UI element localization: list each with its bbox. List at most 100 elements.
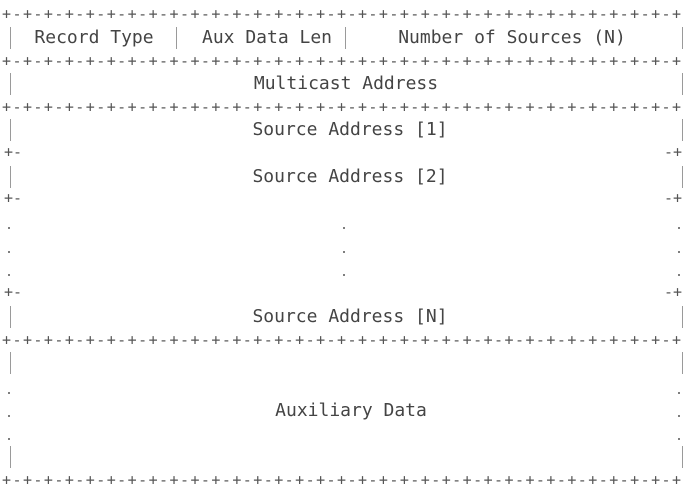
rule-plus-mark: + xyxy=(169,98,179,116)
right-border-segment xyxy=(682,446,683,468)
rule-dash-mark: - xyxy=(284,98,294,116)
rule-dash-mark: - xyxy=(619,5,629,23)
rule-dash-mark: - xyxy=(577,52,587,70)
rule-dash-mark: - xyxy=(179,5,189,23)
rule-plus-mark: + xyxy=(546,331,556,349)
rule-dash-mark: - xyxy=(159,98,169,116)
rule-dash-mark: - xyxy=(389,331,399,349)
rule-plus-mark: + xyxy=(420,5,430,23)
rule-dash-mark: - xyxy=(535,52,545,70)
rule-plus-mark: + xyxy=(588,52,598,70)
rule-plus-mark: + xyxy=(43,98,53,116)
rule-dash-mark: - xyxy=(556,98,566,116)
rule-dash-mark: - xyxy=(535,331,545,349)
rule-plus-mark: + xyxy=(253,5,263,23)
rule-plus-mark: + xyxy=(43,5,53,23)
rule-plus-mark: + xyxy=(127,52,137,70)
rule-plus-mark: + xyxy=(399,5,409,23)
rule-plus-mark: + xyxy=(483,98,493,116)
rule-dash-mark: - xyxy=(556,471,566,489)
rule-plus-mark: + xyxy=(127,331,137,349)
rule-plus-mark: + xyxy=(211,331,221,349)
rule-dash-mark: - xyxy=(242,5,252,23)
rule-dash-mark: - xyxy=(640,5,650,23)
right-border-segment xyxy=(682,166,683,188)
source-address-2-field: Source Address [2] xyxy=(252,166,448,187)
rule-dash-mark: - xyxy=(221,98,231,116)
rule-plus-mark: + xyxy=(567,52,577,70)
rule-plus-mark: + xyxy=(148,98,158,116)
rule-dash-mark: - xyxy=(54,98,64,116)
rule-plus-mark: + xyxy=(525,331,535,349)
record-type-field: Record Type xyxy=(34,27,154,48)
rule-plus-mark: + xyxy=(378,331,388,349)
rule-plus-mark: + xyxy=(43,471,53,489)
rule-dash-mark: - xyxy=(640,52,650,70)
rule-dash-mark: - xyxy=(284,5,294,23)
rule-plus-mark: + xyxy=(232,471,242,489)
rule-plus-mark: + xyxy=(2,471,12,489)
rule-plus-mark: + xyxy=(85,98,95,116)
rule-plus-mark: + xyxy=(106,98,116,116)
rule-plus-mark: + xyxy=(85,5,95,23)
continuation-dot xyxy=(678,415,680,417)
rule-dash-mark: - xyxy=(326,471,336,489)
continuation-dot xyxy=(8,415,10,417)
rule-dash-mark: - xyxy=(598,52,608,70)
left-border-segment xyxy=(10,119,11,141)
rule-plus-mark: + xyxy=(357,52,367,70)
rule-plus-mark: + xyxy=(337,471,347,489)
rule-dash-mark: - xyxy=(410,5,420,23)
rule-dash-mark: - xyxy=(535,5,545,23)
rule-dash-mark: - xyxy=(33,52,43,70)
continuation-dot xyxy=(678,227,680,229)
rule-plus-mark: + xyxy=(253,331,263,349)
rule-dash-mark: - xyxy=(556,52,566,70)
rule-dash-mark: - xyxy=(619,98,629,116)
rule-dash-mark: - xyxy=(117,331,127,349)
rule-plus-mark: + xyxy=(609,331,619,349)
rule-dash-mark: - xyxy=(33,471,43,489)
rule-plus-mark: + xyxy=(85,52,95,70)
right-border-segment xyxy=(682,352,683,374)
rule-dash-mark: - xyxy=(117,52,127,70)
rule-dash-mark: - xyxy=(326,5,336,23)
rule-dash-mark: - xyxy=(389,471,399,489)
rule-dash-mark: - xyxy=(200,5,210,23)
rule-dash-mark: - xyxy=(33,98,43,116)
rule-plus-mark: + xyxy=(462,5,472,23)
rule-dash-mark: - xyxy=(431,5,441,23)
source-address-n-field: Source Address [N] xyxy=(252,306,448,327)
rule-plus-mark: + xyxy=(211,52,221,70)
left-row-separator: +- xyxy=(4,189,23,207)
rule-plus-mark: + xyxy=(169,5,179,23)
rule-plus-mark: + xyxy=(253,52,263,70)
rule-dash-mark: - xyxy=(494,98,504,116)
rule-dash-mark: - xyxy=(514,98,524,116)
source-address-1-field: Source Address [1] xyxy=(252,119,448,140)
rule-dash-mark: - xyxy=(96,471,106,489)
rule-plus-mark: + xyxy=(253,98,263,116)
rule-dash-mark: - xyxy=(598,98,608,116)
continuation-dot xyxy=(8,392,10,394)
rule-plus-mark: + xyxy=(546,98,556,116)
rule-plus-mark: + xyxy=(22,5,32,23)
horizontal-rule: +-+-+-+-+-+-+-+-+-+-+-+-+-+-+-+-+-+-+-+-… xyxy=(2,96,682,118)
rule-dash-mark: - xyxy=(96,52,106,70)
rule-plus-mark: + xyxy=(337,331,347,349)
rule-dash-mark: - xyxy=(347,98,357,116)
rule-dash-mark: - xyxy=(598,5,608,23)
rule-plus-mark: + xyxy=(483,5,493,23)
rule-plus-mark: + xyxy=(630,471,640,489)
rule-dash-mark: - xyxy=(431,471,441,489)
rule-plus-mark: + xyxy=(546,471,556,489)
rule-plus-mark: + xyxy=(211,471,221,489)
rule-dash-mark: - xyxy=(431,331,441,349)
rule-dash-mark: - xyxy=(347,331,357,349)
left-border-segment xyxy=(10,306,11,328)
rule-dash-mark: - xyxy=(535,98,545,116)
rule-plus-mark: + xyxy=(190,5,200,23)
rule-dash-mark: - xyxy=(514,331,524,349)
rule-dash-mark: - xyxy=(96,5,106,23)
